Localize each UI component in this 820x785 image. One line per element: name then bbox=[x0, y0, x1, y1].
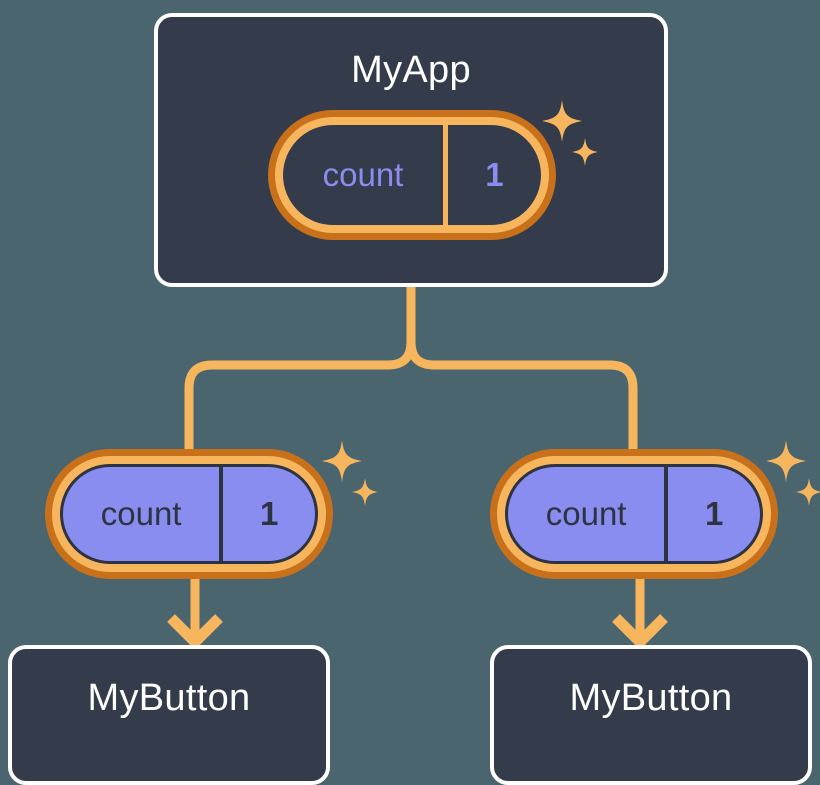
connector-branch-right bbox=[406, 341, 638, 455]
state-key: count bbox=[545, 495, 627, 532]
state-divider bbox=[664, 467, 669, 561]
state-value: 1 bbox=[259, 495, 279, 532]
state-pill-body: count 1 bbox=[505, 464, 763, 564]
state-pill-child-right[interactable]: count 1 bbox=[490, 449, 778, 579]
connector-branch-left bbox=[184, 341, 416, 455]
state-divider bbox=[219, 467, 224, 561]
page-title: MyApp bbox=[351, 49, 471, 91]
state-pill-child-left[interactable]: count 1 bbox=[45, 449, 333, 579]
state-pill-myapp[interactable]: count 1 bbox=[268, 110, 556, 240]
component-label: MyButton bbox=[569, 677, 733, 719]
state-value: 1 bbox=[485, 156, 504, 193]
component-label: MyButton bbox=[87, 677, 251, 719]
state-key: count bbox=[100, 495, 182, 532]
state-pill-body: count 1 bbox=[283, 125, 541, 225]
state-value: 1 bbox=[704, 495, 724, 532]
component-box-mybutton-right[interactable]: MyButton bbox=[490, 645, 812, 785]
state-divider bbox=[442, 125, 448, 225]
state-pill-body: count 1 bbox=[60, 464, 318, 564]
state-key: count bbox=[322, 156, 404, 193]
arrow-head bbox=[612, 614, 668, 648]
component-box-mybutton-left[interactable]: MyButton bbox=[8, 645, 330, 785]
arrow-head bbox=[167, 614, 223, 648]
